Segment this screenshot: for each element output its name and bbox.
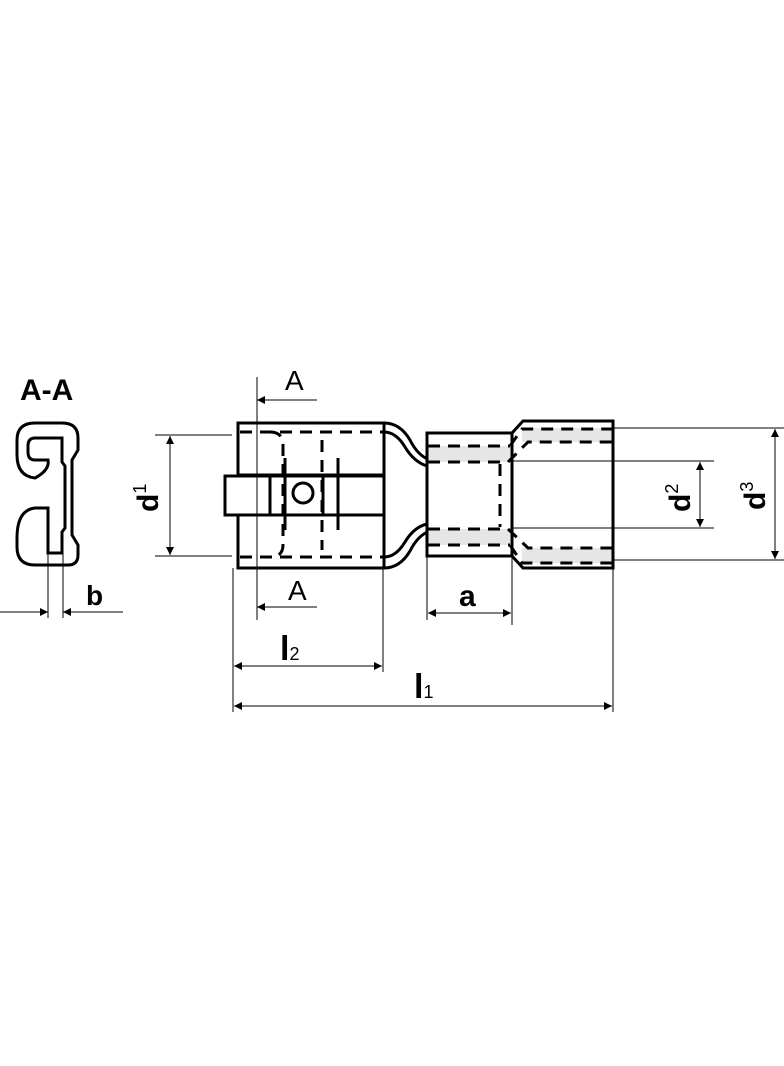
section-mark-top: A (285, 365, 304, 396)
section-mark-bottom: A (288, 575, 307, 606)
svg-text:d2: d2 (662, 484, 697, 512)
b-label: b (86, 580, 103, 611)
section-title: A-A (20, 374, 73, 407)
detent-hole (291, 481, 315, 505)
d2-subscript: 2 (662, 484, 682, 494)
tab-slot (223, 474, 386, 517)
svg-text:d3: d3 (737, 482, 772, 510)
dimension-d1: d1 (130, 434, 232, 557)
lower-jaw (236, 513, 386, 570)
d3-label: d (739, 492, 772, 510)
d1-label: d (132, 494, 165, 512)
dimension-l1: l1 (234, 568, 614, 712)
l1-label: l (414, 668, 423, 706)
section-profile-outer (15, 421, 80, 567)
section-cut-line: A A (256, 365, 317, 620)
a-label: a (459, 580, 476, 613)
l1-subscript: 1 (423, 682, 433, 702)
dimension-l2: l2 (232, 568, 384, 712)
d1-subscript: 1 (130, 484, 150, 494)
l2-subscript: 2 (289, 644, 299, 664)
svg-text:l1: l1 (414, 668, 433, 706)
dimension-d2: d2 (512, 460, 714, 529)
svg-text:d1: d1 (130, 484, 165, 512)
svg-text:l2: l2 (280, 630, 299, 668)
crimp-barrel (425, 419, 615, 570)
receptacle (223, 421, 431, 570)
d2-label: d (664, 494, 697, 512)
section-view: A-A b (0, 374, 123, 618)
d3-subscript: 3 (737, 482, 757, 492)
l2-label: l (280, 630, 289, 668)
dimension-a: a (426, 556, 513, 625)
dimension-d3: d3 (613, 427, 784, 561)
